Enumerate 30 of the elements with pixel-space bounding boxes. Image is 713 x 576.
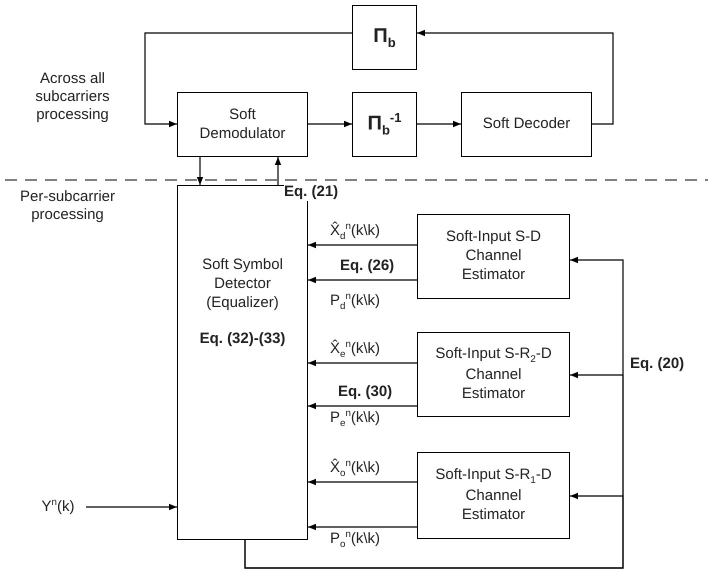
arrow [308,524,417,530]
equation-reference: Eq. (26) [340,257,394,275]
arrow [244,492,624,569]
arrow [417,120,461,128]
equation-reference: Eq. (32)-(33) [200,330,286,349]
arrow [196,157,204,185]
box-title: Soft Symbol Detector (Equalizer) [201,256,284,312]
signal-label: Y$^{n}$(k) [30,495,86,519]
process-box: Soft-Input S-R$_{1}$-D Channel Estimator [417,452,570,539]
process-box: Π$_{b}$ [352,5,417,70]
section-label: Across all subcarriers processing [34,70,111,124]
arrow [308,360,417,366]
process-box [177,185,308,540]
arrow [308,242,417,248]
arrow [274,157,282,185]
arrow [144,32,352,128]
arrow [308,402,417,410]
process-box: Soft Decoder [461,92,592,157]
arrow [308,276,417,284]
equation-reference: Eq. (30) [338,383,392,401]
process-box: Soft-Input S-R$_{2}$-D Channel Estimator [417,332,570,417]
process-box: Soft-Input S-D Channel Estimator [417,214,570,299]
section-label: Per-subcarrier processing [18,188,116,224]
edge-label: Eq. (21) [284,184,338,200]
arrow [417,30,614,125]
equation-reference: Eq. (20) [630,355,684,373]
arrow [308,478,417,486]
process-box: Soft Demodulator [177,92,308,157]
arrow [308,120,352,128]
arrow [86,504,177,510]
